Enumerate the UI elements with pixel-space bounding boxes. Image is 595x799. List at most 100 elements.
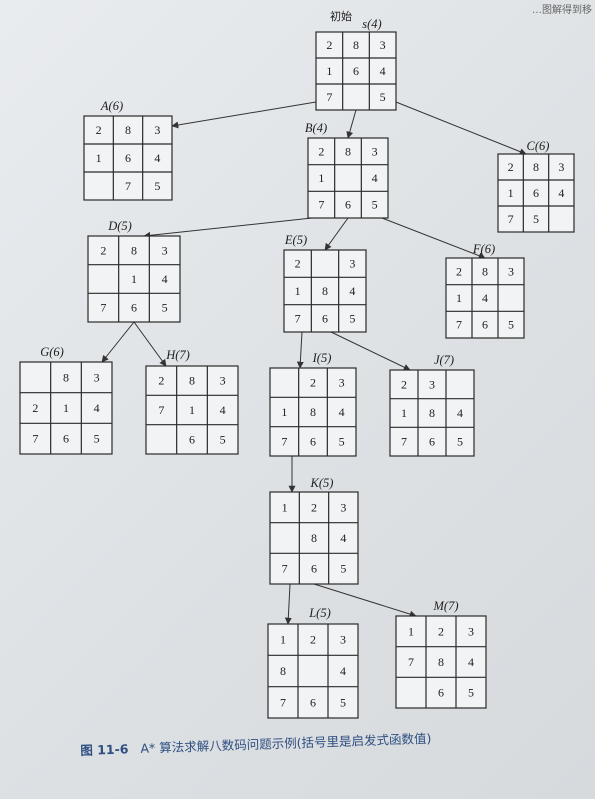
puzzle-cell: 7 <box>401 435 407 449</box>
puzzle-cell: 1 <box>189 403 195 417</box>
puzzle-cell: 1 <box>401 406 407 420</box>
edge-k-m <box>313 583 417 618</box>
puzzle-cell: 3 <box>468 624 474 638</box>
puzzle-cell: 3 <box>349 257 355 271</box>
puzzle-cell: 3 <box>94 370 100 384</box>
puzzle-cell: 7 <box>32 432 38 446</box>
puzzle-cell: 8 <box>429 406 435 420</box>
puzzle-cell: 8 <box>125 123 131 137</box>
puzzle-cell: 5 <box>380 90 386 104</box>
puzzle-cell: 5 <box>339 434 345 448</box>
puzzle-cell: 6 <box>429 435 435 449</box>
puzzle-cell: 4 <box>372 171 378 185</box>
puzzle-cell: 8 <box>322 284 328 298</box>
puzzle-cell: 4 <box>558 186 564 200</box>
node-label: H(7) <box>165 348 190 362</box>
edge-s-c <box>395 101 527 155</box>
puzzle-cell: 2 <box>96 123 102 137</box>
puzzle-cell: 4 <box>468 655 474 669</box>
puzzle-cell: 8 <box>63 370 69 384</box>
puzzle-cell: 4 <box>339 405 345 419</box>
puzzle-cell: 4 <box>220 403 226 417</box>
puzzle-cell: 3 <box>154 123 160 137</box>
node-label: I(5) <box>312 351 332 365</box>
puzzle-board <box>83 115 173 201</box>
puzzle-cell: 7 <box>281 434 287 448</box>
puzzle-cell: 1 <box>280 633 286 647</box>
puzzle-cell: 5 <box>372 198 378 212</box>
node-label: F(6) <box>472 242 495 256</box>
puzzle-cell: 5 <box>468 686 474 700</box>
edge-s-b <box>346 109 357 139</box>
puzzle-cell: 7 <box>282 562 288 576</box>
puzzle-cell: 6 <box>310 434 316 448</box>
edge-b-d <box>143 217 313 239</box>
puzzle-cell: 5 <box>162 301 168 315</box>
puzzle-board <box>389 369 475 457</box>
puzzle-cell: 7 <box>326 90 332 104</box>
edge-d-g <box>101 321 135 363</box>
puzzle-cell: 2 <box>456 264 462 278</box>
puzzle-cell: 3 <box>340 500 346 514</box>
puzzle-board <box>283 249 367 333</box>
puzzle-cell: 1 <box>96 151 102 165</box>
puzzle-cell: 1 <box>408 624 414 638</box>
puzzle-cell: 3 <box>220 374 226 388</box>
puzzle-cell: 4 <box>340 664 346 678</box>
puzzle-cell: 5 <box>457 435 463 449</box>
puzzle-cell: 8 <box>438 655 444 669</box>
node-label: E(5) <box>284 233 307 247</box>
puzzle-cell: 5 <box>220 432 226 446</box>
puzzle-cell: 4 <box>457 406 463 420</box>
puzzle-board <box>269 491 359 585</box>
puzzle-cell: 3 <box>380 38 386 52</box>
node-label: J(7) <box>434 353 454 367</box>
puzzle-board <box>267 623 359 719</box>
edge-b-f <box>381 217 486 259</box>
puzzle-cell: 6 <box>482 318 488 332</box>
puzzle-cell: 4 <box>380 64 386 78</box>
node-label: M(7) <box>433 599 459 613</box>
puzzle-cell: 8 <box>131 243 137 257</box>
puzzle-cell: 2 <box>326 38 332 52</box>
edges-layer <box>101 101 527 625</box>
puzzle-cell: 1 <box>318 171 324 185</box>
puzzle-cell: 6 <box>345 198 351 212</box>
puzzle-cell: 8 <box>310 405 316 419</box>
puzzle-cell: 3 <box>162 243 168 257</box>
puzzle-board <box>445 257 525 339</box>
puzzle-board <box>19 361 113 455</box>
node-label: s(4) <box>362 17 381 31</box>
puzzle-cell: 6 <box>189 432 195 446</box>
puzzle-cell: 6 <box>533 186 539 200</box>
puzzle-cell: 4 <box>340 531 346 545</box>
puzzle-cell: 7 <box>158 403 164 417</box>
puzzle-cell: 2 <box>318 144 324 158</box>
puzzle-cell: 4 <box>349 284 355 298</box>
node-label: G(6) <box>40 345 64 359</box>
puzzle-cell: 1 <box>295 284 301 298</box>
puzzle-cell: 5 <box>154 179 160 193</box>
puzzle-cell: 3 <box>508 264 514 278</box>
puzzle-board <box>315 31 397 111</box>
puzzle-cell: 6 <box>310 695 316 709</box>
puzzle-cell: 7 <box>295 311 301 325</box>
puzzle-cell: 1 <box>282 500 288 514</box>
puzzle-cell: 2 <box>438 624 444 638</box>
puzzle-cell: 6 <box>311 562 317 576</box>
puzzle-board <box>497 153 575 233</box>
puzzle-cell: 2 <box>508 160 514 174</box>
puzzle-cell: 2 <box>401 377 407 391</box>
puzzle-cell: 5 <box>533 212 539 226</box>
puzzle-cell: 7 <box>456 318 462 332</box>
puzzle-cell: 3 <box>558 160 564 174</box>
